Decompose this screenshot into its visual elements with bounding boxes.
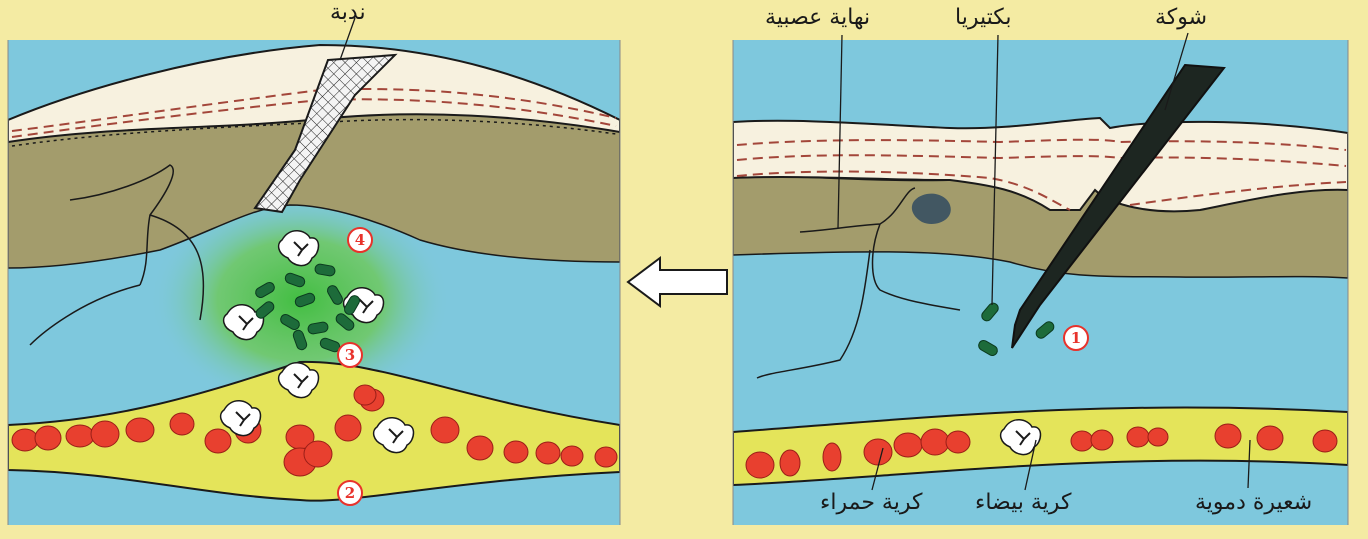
- red-blood-cell: [1091, 430, 1113, 450]
- red-blood-cell: [170, 413, 194, 435]
- red-blood-cell: [66, 425, 94, 447]
- red-blood-cell: [1071, 431, 1093, 451]
- red-blood-cell: [354, 385, 376, 405]
- scar-label: ندبة: [330, 0, 366, 25]
- red-blood-cell: [921, 429, 949, 455]
- direction-arrow: [628, 258, 727, 306]
- red-blood-cell: [205, 429, 231, 453]
- red-blood-cell: [1257, 426, 1283, 450]
- red-blood-cell: [304, 441, 332, 467]
- red-cell-label: كرية حمراء: [820, 490, 922, 515]
- nerve-ending-label: نهاية عصبية: [765, 5, 870, 30]
- red-blood-cell: [595, 447, 617, 467]
- capillary-label: شعيرة دموية: [1195, 490, 1312, 515]
- thorn-label: شوكة: [1155, 5, 1207, 30]
- red-blood-cell: [746, 452, 774, 478]
- step-number: 2: [345, 484, 355, 502]
- red-blood-cell: [431, 417, 459, 443]
- red-blood-cell: [536, 442, 560, 464]
- red-blood-cell: [1127, 427, 1149, 447]
- red-blood-cell: [335, 415, 361, 441]
- step-number: 3: [345, 346, 355, 364]
- red-blood-cell: [946, 431, 970, 453]
- red-blood-cell: [894, 433, 922, 457]
- red-blood-cell: [504, 441, 528, 463]
- white-cell-label: كرية بيضاء: [975, 490, 1071, 515]
- red-blood-cell: [91, 421, 119, 447]
- bacteria-label: بكتيريا: [955, 5, 1012, 30]
- red-blood-cell: [780, 450, 800, 476]
- red-blood-cell: [561, 446, 583, 466]
- red-blood-cell: [1313, 430, 1337, 452]
- red-blood-cell: [467, 436, 493, 460]
- red-blood-cell: [12, 429, 38, 451]
- red-blood-cell: [1148, 428, 1168, 446]
- red-blood-cell: [1215, 424, 1241, 448]
- red-blood-cell: [126, 418, 154, 442]
- red-blood-cell: [35, 426, 61, 450]
- red-blood-cell: [823, 443, 841, 471]
- step-number: 4: [355, 231, 365, 249]
- step-number: 1: [1071, 329, 1081, 347]
- red-blood-cell: [864, 439, 892, 465]
